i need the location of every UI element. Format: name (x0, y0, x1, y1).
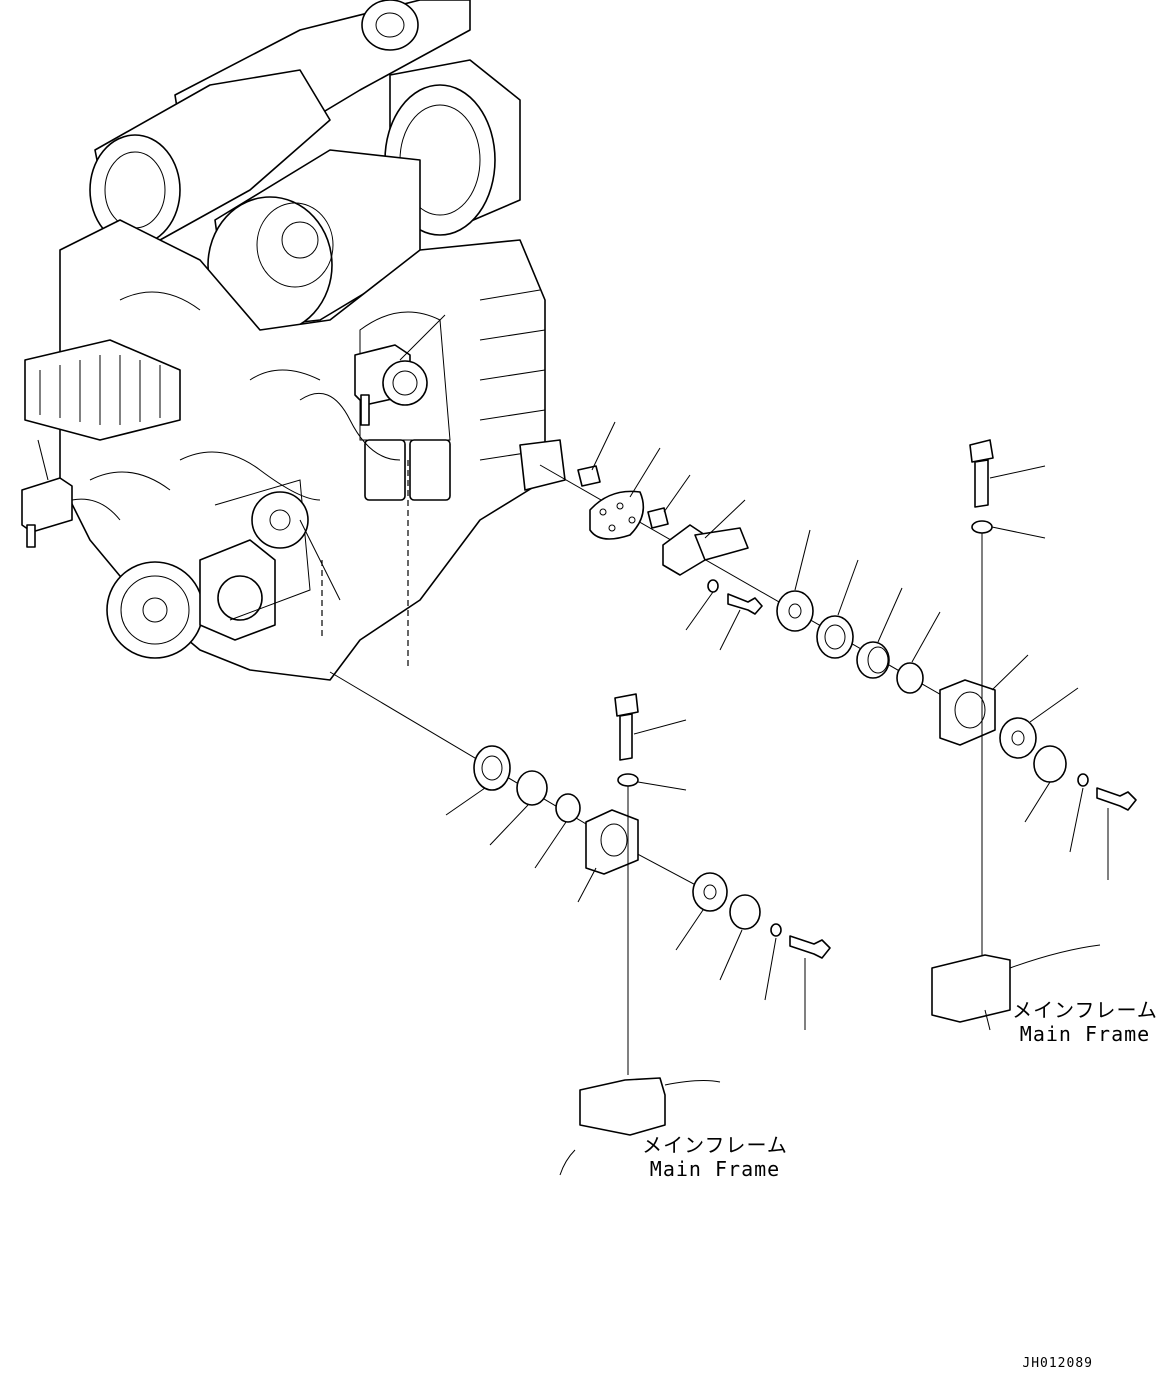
main-frame-label-right-en: Main Frame (1019, 1022, 1151, 1046)
engine-assembly (21, 0, 566, 681)
right-mount-stack (539, 421, 1137, 1031)
main-frame-label-center-jp: メインフレーム (642, 1133, 788, 1157)
center-mount-stack (329, 671, 831, 1176)
main-frame-label-center-en: Main Frame (649, 1157, 781, 1181)
main-frame-label-center: メインフレーム Main Frame (640, 1133, 790, 1181)
main-frame-label-right-jp: メインフレーム (1012, 998, 1158, 1022)
drawing-id: JH012089 (1022, 1356, 1093, 1371)
main-frame-label-right: メインフレーム Main Frame (1010, 998, 1160, 1046)
engine-leader-lines (37, 314, 446, 481)
